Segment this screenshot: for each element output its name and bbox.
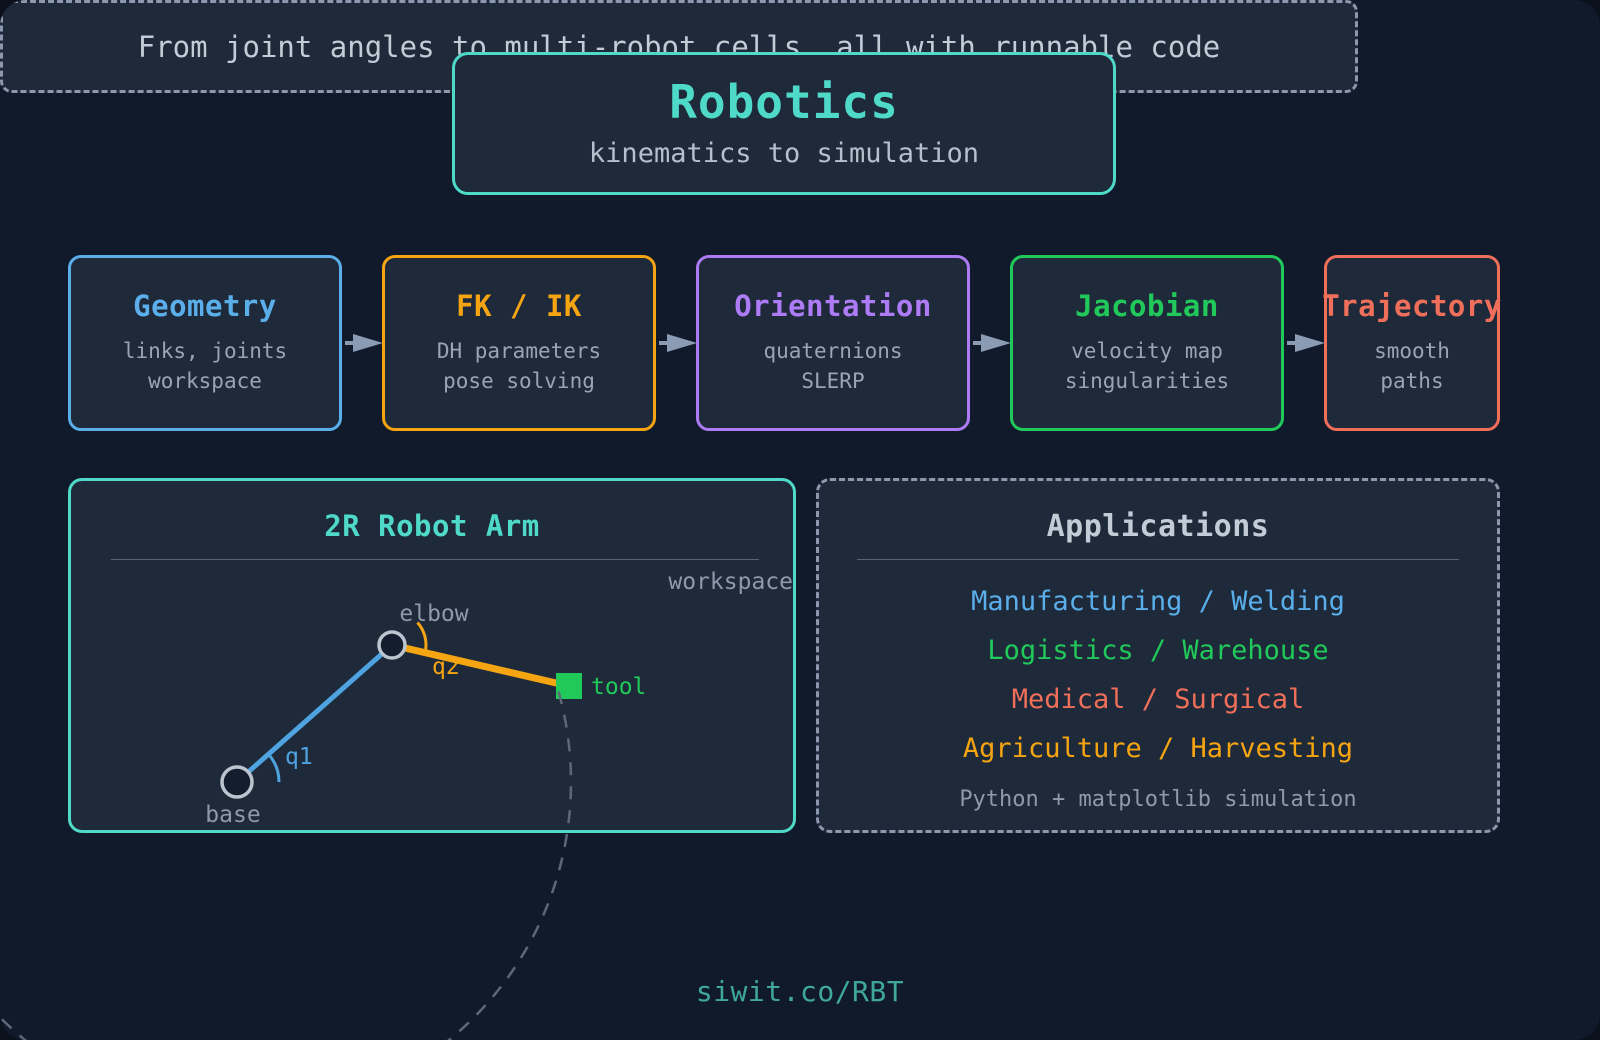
stage-detail-line: paths — [1380, 369, 1444, 393]
stage-detail: DH parameters pose solving — [437, 337, 601, 397]
joint-base — [220, 765, 254, 799]
application-row: Logistics / Warehouse — [987, 635, 1329, 666]
stage-title: FK / IK — [456, 289, 582, 324]
stage-title: Orientation — [734, 289, 932, 324]
arm-divider — [111, 559, 759, 560]
pipeline-stage-fk-ik[interactable]: FK / IK DH parameters pose solving — [382, 255, 656, 431]
robot-arm-panel: base elbow tool q1 q2 2R Robot Arm workspace — [68, 478, 796, 833]
stage-detail-line: links, joints — [122, 339, 288, 364]
stage-detail-line: SLERP — [801, 369, 865, 393]
title-card: Robotics kinematics to simulation — [452, 52, 1116, 195]
angle-arc-q1 — [267, 753, 281, 783]
page-subtitle: kinematics to simulation — [588, 138, 980, 170]
applications-title: Applications — [1046, 509, 1270, 544]
base-label: base — [205, 802, 260, 828]
applications-divider — [857, 559, 1459, 560]
stage-detail: links, joints workspace — [123, 337, 287, 397]
workspace-label: workspace — [668, 569, 793, 595]
tool-label: tool — [591, 674, 646, 700]
angle-label-q1: q1 — [285, 744, 313, 770]
tool-marker — [556, 673, 582, 699]
stage-detail-line: singularities — [1064, 369, 1230, 393]
applications-footnote: Python + matplotlib simulation — [959, 787, 1357, 812]
angle-label-q2: q2 — [432, 654, 460, 680]
pipeline-stage-geometry[interactable]: Geometry links, joints workspace — [68, 255, 342, 431]
pipeline-stage-jacobian[interactable]: Jacobian velocity map singularities — [1010, 255, 1284, 431]
application-row: Manufacturing / Welding — [971, 586, 1345, 617]
stage-detail-line: pose solving — [443, 369, 595, 393]
stage-detail-line: quaternions — [763, 339, 903, 364]
link-2 — [388, 641, 573, 690]
arrow-jacobian-to-trajectory — [1287, 334, 1325, 352]
robot-arm-title: 2R Robot Arm — [324, 509, 540, 543]
joint-elbow — [377, 630, 407, 660]
arrow-geometry-to-fkik — [345, 334, 383, 352]
stage-title: Jacobian — [1075, 289, 1219, 324]
footer-url: siwit.co/RBT — [695, 975, 905, 1008]
stage-title: Trajectory — [1322, 289, 1502, 324]
stage-detail-line: DH parameters — [436, 339, 602, 364]
angle-arc-q2 — [416, 621, 428, 654]
arrow-fkik-to-orientation — [659, 334, 697, 352]
page-title: Robotics — [669, 74, 899, 129]
application-row: Agriculture / Harvesting — [962, 733, 1354, 764]
stage-detail-line: smooth — [1374, 339, 1450, 364]
elbow-label: elbow — [399, 601, 468, 627]
stage-detail: smooth paths — [1374, 337, 1450, 397]
pipeline-stage-trajectory[interactable]: Trajectory smooth paths — [1322, 255, 1502, 431]
link-1 — [234, 642, 395, 785]
arrow-orientation-to-jacobian — [973, 334, 1011, 352]
stage-detail-line: workspace — [148, 369, 262, 393]
application-row: Medical / Surgical — [1011, 684, 1305, 715]
stage-detail: velocity map singularities — [1065, 337, 1229, 397]
pipeline-row: Geometry links, joints workspace FK / IK DH … — [0, 255, 1600, 431]
stage-detail-line: velocity map — [1071, 339, 1223, 364]
stage-title: Geometry — [133, 289, 277, 324]
